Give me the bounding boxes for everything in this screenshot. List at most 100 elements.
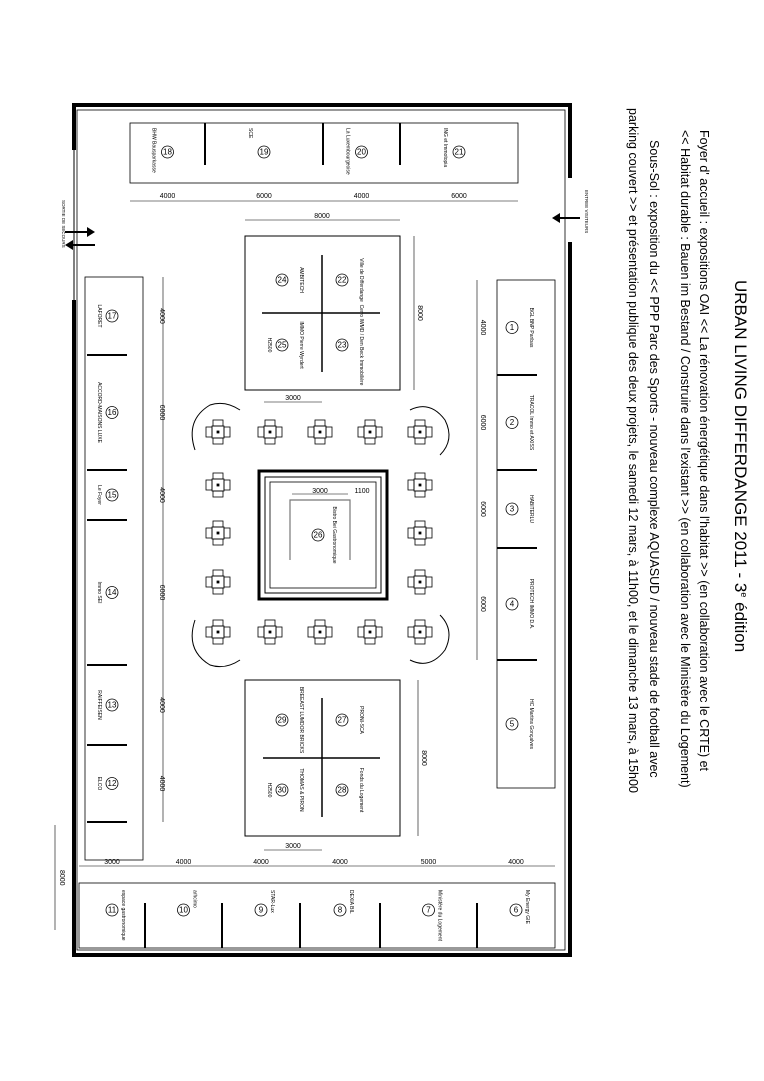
dimension-label: 4000 xyxy=(158,487,165,503)
stand-name: PROTECH IMMO D.A. xyxy=(528,579,534,630)
stand-name: PRONI-SCA xyxy=(358,706,364,734)
dimension-label: 6000 xyxy=(158,585,165,601)
stand-number: 29 xyxy=(278,716,287,725)
stand-name: STAR-Lux xyxy=(269,890,275,913)
table-with-chairs-icon xyxy=(205,472,231,498)
stand-name: TRACOL Immo et AXISS xyxy=(528,395,534,451)
stand-number-badge: 15 xyxy=(105,488,119,502)
stand-number-badge: 8 xyxy=(333,903,347,917)
stand-number-badge: 27 xyxy=(335,713,349,727)
stand-4[interactable]: 4 PROTECH IMMO D.A. xyxy=(505,579,534,630)
stand-9[interactable]: 9 STAR-Lux xyxy=(254,890,275,917)
stand-number-badge: 28 xyxy=(335,783,349,797)
central-bar xyxy=(257,469,389,601)
table-with-chairs-icon xyxy=(205,520,231,546)
stand-name: La Luxembourgeoise xyxy=(345,128,351,175)
stand-number: 25 xyxy=(278,341,287,350)
pavilion-a-width: 8000 xyxy=(314,213,330,220)
stand-number: 3 xyxy=(510,505,515,514)
stand-29[interactable]: 29 BREEAST LUMDOR BRICKS xyxy=(275,687,304,754)
stand-name: Le Foyer xyxy=(96,485,102,505)
stand-number: 19 xyxy=(260,148,269,157)
stand-number-badge: 17 xyxy=(105,309,119,323)
left-stand-row xyxy=(84,276,144,861)
stand-number-badge: 19 xyxy=(257,145,271,159)
outer-dimension: 8000 xyxy=(58,870,65,886)
stand-number: 6 xyxy=(514,906,519,915)
stand-name: ACCORD-MAISONS LUXE xyxy=(96,382,102,444)
stand-number: 18 xyxy=(163,148,172,157)
stand-16[interactable]: 16 ACCORD-MAISONS LUXE xyxy=(96,382,119,444)
stand-number-badge: 3 xyxy=(505,502,519,516)
stand-name: My Energy GIE xyxy=(524,890,530,925)
stand-name: Ville de Differdange xyxy=(358,258,364,302)
stand-number: 8 xyxy=(338,906,343,915)
dimension-label: 4000 xyxy=(354,193,370,200)
dimension-label: 4000 xyxy=(158,308,165,324)
table-with-chairs-icon xyxy=(407,520,433,546)
stand-name: Fonds du Logement xyxy=(358,768,364,813)
stand-name: BGL BNP Paribas xyxy=(528,308,534,348)
stand-28[interactable]: 28 Fonds du Logement xyxy=(335,768,364,813)
height-note: H2500 xyxy=(266,783,272,798)
dimension-label: 4000 xyxy=(158,697,165,713)
stand-name: LAFORET xyxy=(96,304,102,327)
stand-number-badge: 23 xyxy=(335,338,349,352)
stand-name: BREEAST LUMDOR BRICKS xyxy=(298,687,304,754)
stand-number-badge: 7 xyxy=(422,903,435,917)
dimension-label: 4000 xyxy=(158,776,165,792)
stand-20[interactable]: 20 La Luxembourgeoise xyxy=(345,128,368,175)
dimension-label: 6000 xyxy=(479,596,486,612)
stand-number: 16 xyxy=(108,408,117,417)
stand-number: 23 xyxy=(338,341,347,350)
stand-number: 21 xyxy=(455,148,464,157)
stand-number-badge: 16 xyxy=(105,406,119,419)
pavilion-a xyxy=(244,219,415,403)
bottom-stand-row xyxy=(78,882,556,949)
stand-6[interactable]: 6 My Energy GIE xyxy=(509,890,530,925)
stand-number: 13 xyxy=(108,701,117,710)
stand-number-badge: 20 xyxy=(355,145,368,159)
stand-number: 24 xyxy=(278,276,287,285)
stand-number: 12 xyxy=(108,779,117,788)
stand-number: 7 xyxy=(426,906,431,915)
description-line: << Habitat durable : Bauen im Bestand / … xyxy=(678,130,692,788)
table-with-chairs-icon xyxy=(357,619,383,645)
stand-number-badge: 18 xyxy=(161,145,174,159)
dimension-label: 5000 xyxy=(421,859,437,866)
table-with-chairs-icon xyxy=(307,419,333,445)
description-line: Sous-Sol : exposition du << PPP Parc des… xyxy=(647,140,661,778)
stand-name: Cerro IWMD / Den Beck Immobilière xyxy=(358,305,364,386)
stand-27[interactable]: 27 PRONI-SCA xyxy=(335,706,364,735)
stand-number: 9 xyxy=(259,906,264,915)
entrance-label: ENTREE VISITEURS xyxy=(584,190,589,233)
stand-23[interactable]: 23 Cerro IWMD / Den Beck Immobilière xyxy=(335,305,364,386)
stand-name: Bistro Bei Gastronomique xyxy=(331,507,337,564)
pavilion-b-height: 8000 xyxy=(420,750,427,766)
stand-number-badge: 14 xyxy=(105,586,119,599)
dimension-label: 4000 xyxy=(176,859,192,866)
stand-number: 4 xyxy=(510,600,515,609)
stand-number: 10 xyxy=(179,906,188,915)
